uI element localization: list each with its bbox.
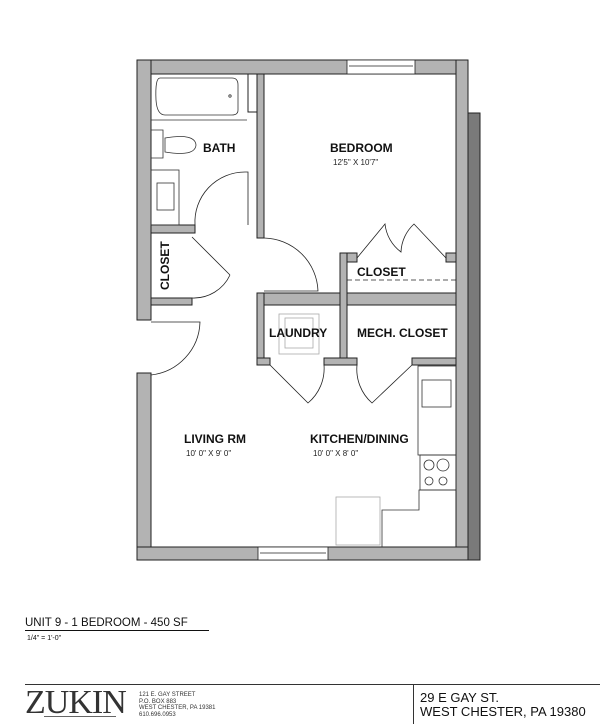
toilet xyxy=(151,129,197,159)
label-mech-closet: MECH. CLOSET xyxy=(357,326,448,340)
wall-laundry-left xyxy=(256,292,265,366)
door-bath xyxy=(194,171,249,226)
footer-divider-line xyxy=(25,684,600,685)
door-entry xyxy=(150,321,201,376)
bathtub xyxy=(151,77,247,121)
door-mech xyxy=(356,364,413,404)
property-line-2: WEST CHESTER, PA 19380 xyxy=(420,704,586,719)
wall-laundry-bottom-left xyxy=(256,357,271,366)
label-kitchen: KITCHEN/DINING xyxy=(310,432,409,446)
label-bath: BATH xyxy=(203,141,235,155)
wall-laundry-bottom-mid xyxy=(323,357,358,366)
unit-title: UNIT 9 - 1 BEDROOM - 450 SF xyxy=(25,617,209,631)
window-bedroom xyxy=(346,59,416,75)
window-living xyxy=(257,546,329,561)
wall-bedroom-left xyxy=(256,73,265,239)
stove xyxy=(419,454,457,491)
office-line: 610.696.0953 xyxy=(139,711,176,718)
wall-bath-shelf xyxy=(247,73,258,113)
door-bedroom-closet xyxy=(356,223,447,259)
lower-counter xyxy=(381,489,456,547)
door-closet xyxy=(191,236,231,299)
office-line: P.O. BOX 883 xyxy=(139,698,177,705)
label-living: LIVING RM xyxy=(184,432,246,446)
vanity xyxy=(150,169,180,226)
washer-dryer xyxy=(278,313,320,355)
label-bedroom-closet: CLOSET xyxy=(357,265,406,279)
fixtures xyxy=(150,77,457,547)
sink xyxy=(156,182,175,211)
zukin-logo: ZUKIN xyxy=(25,684,127,721)
logo-underline xyxy=(44,716,116,717)
wall-top xyxy=(136,59,469,75)
office-address: 121 E. GAY STREET P.O. BOX 883 WEST CHES… xyxy=(139,692,215,718)
wall-bath-bottom xyxy=(150,224,196,234)
label-kitchen-dim: 10' 0" X 8' 0" xyxy=(313,449,358,458)
property-address: 29 E GAY ST. WEST CHESTER, PA 19380 xyxy=(420,691,586,719)
wall-mech-bottom-right xyxy=(411,357,457,366)
label-bedroom-dim: 12'5" X 10'7" xyxy=(333,158,378,167)
office-line: WEST CHESTER, PA 19381 xyxy=(139,705,216,712)
doors xyxy=(150,171,456,404)
property-line-1: 29 E GAY ST. xyxy=(420,690,500,705)
wall-left-upper xyxy=(136,59,152,321)
wall-closet-stub-left xyxy=(346,252,358,263)
floor-plan: BATH BEDROOM 12'5" X 10'7" CLOSET CLOSET… xyxy=(136,59,481,561)
label-living-dim: 10' 0" X 9' 0" xyxy=(186,449,231,458)
office-line: 121 E. GAY STREET xyxy=(139,692,196,698)
refrigerator xyxy=(335,496,381,546)
label-laundry: LAUNDRY xyxy=(269,326,327,340)
windows xyxy=(257,59,416,561)
wall-closet-bottom xyxy=(150,297,193,306)
door-bedroom xyxy=(263,237,319,292)
label-bedroom: BEDROOM xyxy=(330,141,393,155)
door-laundry xyxy=(269,364,325,404)
kitchen-counter xyxy=(417,365,457,456)
scale-note: 1/4" = 1'-0" xyxy=(27,635,62,642)
label-hall-closet: CLOSET xyxy=(158,241,172,290)
wall-laundry-top xyxy=(256,292,457,306)
footer-vertical-divider xyxy=(413,684,414,724)
kitchen-sink xyxy=(421,379,452,408)
room-labels: BATH BEDROOM 12'5" X 10'7" CLOSET CLOSET… xyxy=(158,141,448,458)
wall-closet-stub-right xyxy=(445,252,457,263)
wall-divider xyxy=(339,252,348,366)
wall-left-lower xyxy=(136,372,152,561)
adjacent-wall xyxy=(467,112,481,561)
wall-right xyxy=(455,59,469,561)
